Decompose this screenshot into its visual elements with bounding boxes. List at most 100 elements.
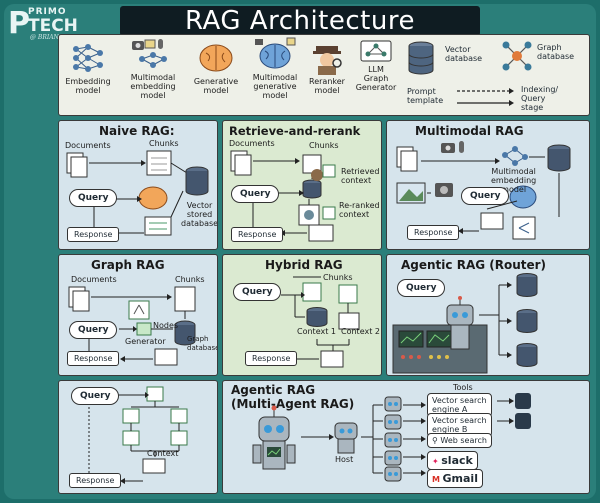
hybrid-chunks-label: Chunks [323, 273, 353, 282]
legend-embedding-l2: model [75, 86, 101, 95]
rerank-chunks-label: Chunks [309, 141, 339, 150]
agentic-left-diagram [88, 386, 188, 484]
tool-gmail: M Gmail [427, 469, 483, 488]
multimodal-title: Multimodal RAG [415, 124, 524, 138]
legend-mmgen-l3: model [262, 91, 288, 100]
multimodal-icon [132, 39, 167, 68]
naive-diagram [66, 150, 209, 236]
title-bar: RAG Architecture [120, 6, 480, 36]
legend-llm-l3: Generator [355, 83, 397, 92]
tool-slack: ✦ slack [427, 451, 478, 470]
naive-vdb-l3: database [181, 219, 218, 228]
logo: P PRIMO TECH @ BRIAN [8, 4, 78, 42]
rerank-query: Query [231, 185, 280, 203]
hybrid-context1-label: Context 1 [297, 327, 336, 336]
legend-reranker: Reranker model [301, 41, 353, 95]
naive-response: Response [67, 227, 120, 242]
graph-db-l2: database [187, 344, 218, 352]
tool-vector-b-l1: Vector search [432, 416, 487, 425]
tool-vector-b-l2: engine B [432, 425, 468, 434]
legend-prompt-template: Prompt template [407, 87, 444, 105]
tool-vector-a-l2: engine A [432, 405, 468, 414]
graph-generator-label: Generator [125, 337, 166, 346]
legend-llm-graph: LLM Graph Generator [351, 39, 401, 92]
legend-llm-l2: Graph [363, 74, 389, 83]
naive-query: Query [69, 189, 118, 207]
legend-multimodal-l3: model [140, 91, 166, 100]
multimodal-embed-label: Multimodal embedding model [491, 167, 536, 194]
legend-mmgen-l1: Multimodal [252, 73, 298, 82]
naive-documents-label: Documents [65, 141, 111, 150]
hybrid-query: Query [233, 283, 282, 301]
mm-embed-l3: model [501, 185, 527, 194]
agentic-left-context-label: Context [147, 449, 179, 458]
legend-embedding: Embedding model [63, 41, 113, 95]
legend-vector-l2: database [445, 54, 483, 63]
tool-gmail-label: Gmail [442, 472, 478, 485]
brain-icon [199, 44, 233, 72]
hybrid-context2-label: Context 2 [341, 327, 380, 336]
panel-graph-rag: Graph RAG Documents Chunks Query Nodes G… [58, 254, 218, 376]
graph-db-label: Graph database [187, 335, 218, 353]
legend-graphdb-l2: database [537, 52, 575, 61]
hybrid-title: Hybrid RAG [265, 258, 343, 272]
legend-generative-l2: model [203, 86, 229, 95]
naive-vdb-l1: Vector [186, 201, 213, 210]
logo-line2: TECH [28, 16, 78, 36]
tool-web-search-label: Web search [440, 436, 487, 445]
gmail-icon: M [432, 475, 440, 484]
multi-host-label: Host [335, 455, 354, 464]
logo-mark: P [8, 6, 30, 41]
neural-network-icon [73, 44, 103, 72]
logo-line1: PRIMO [28, 7, 67, 17]
legend-vector-db-icon [403, 41, 439, 77]
rerank-retrieved-l2: context [341, 176, 372, 185]
multi-tools-label: Tools [453, 383, 473, 392]
legend-query-l2: stage [521, 103, 544, 112]
legend-vector-l1: Vector [445, 45, 471, 54]
legend-vector-db: Vector database [445, 45, 482, 63]
router-title: Agentic RAG (Router) [401, 258, 547, 272]
legend-arrows [457, 88, 514, 106]
tool-vector-a-l1: Vector search [432, 396, 487, 405]
multimodal-diagram [396, 141, 571, 240]
legend-reranker-l1: Reranker [309, 77, 345, 86]
legend-multimodal-gen: Multimodal generative model [245, 37, 305, 100]
rerank-reranked-l1: Re-ranked [339, 201, 380, 210]
tool-slack-label: slack [441, 454, 473, 467]
legend-indexing: Indexing/ [521, 85, 559, 94]
legend-multimodal-l2: embedding [130, 82, 176, 91]
tool-web-search: ⚲ Web search [427, 433, 492, 448]
legend-stage: Indexing/ Query stage [521, 85, 558, 112]
naive-title: Naive RAG: [99, 124, 175, 138]
legend-graph-db-icon [497, 39, 537, 75]
slack-icon: ✦ [432, 457, 439, 466]
graph-db-l1: Graph [187, 335, 209, 343]
graph-icon [502, 41, 532, 71]
graph-nodes-label: Nodes [153, 321, 179, 330]
legend-embedding-l1: Embedding [65, 77, 111, 86]
agentic-left-response: Response [69, 473, 122, 488]
legend-multimodal-l1: Multimodal [130, 73, 176, 82]
panel-naive-rag: Naive RAG: Documents Chunks Query Vector… [58, 120, 218, 250]
router-diagram [392, 273, 538, 374]
naive-vdb-l2: stored [186, 210, 213, 219]
panel-agentic-router: Agentic RAG (Router) Query [386, 254, 590, 376]
panel-multimodal-rag: Multimodal RAG Multimodal embedding mode… [386, 120, 590, 250]
database-icon [408, 41, 434, 75]
mm-embed-l2: embedding [491, 176, 537, 185]
rerank-retrieved-l1: Retrieved [341, 167, 380, 176]
page-title: RAG Architecture [185, 6, 415, 36]
graph-diagram [68, 286, 196, 366]
legend-mmgen-l2: generative [253, 82, 297, 91]
panel-agentic-multi: Agentic RAG (Multi-Agent RAG) Tools [222, 380, 590, 494]
panel-retrieve-rerank: Retrieve-and-rerank Documents Chunks Que… [222, 120, 382, 250]
panel-agentic-left: Query Context Response [58, 380, 218, 494]
legend-multimodal: Multimodal embedding model [123, 37, 183, 100]
rerank-reranked-l2: context [339, 210, 370, 219]
rerank-retrieved-label: Retrieved context [341, 167, 379, 185]
router-query: Query [397, 279, 446, 297]
legend-graphdb-l1: Graph [537, 43, 562, 52]
naive-vector-db-label: Vector stored database [181, 201, 218, 228]
logo-line3: @ BRIAN [30, 34, 59, 41]
